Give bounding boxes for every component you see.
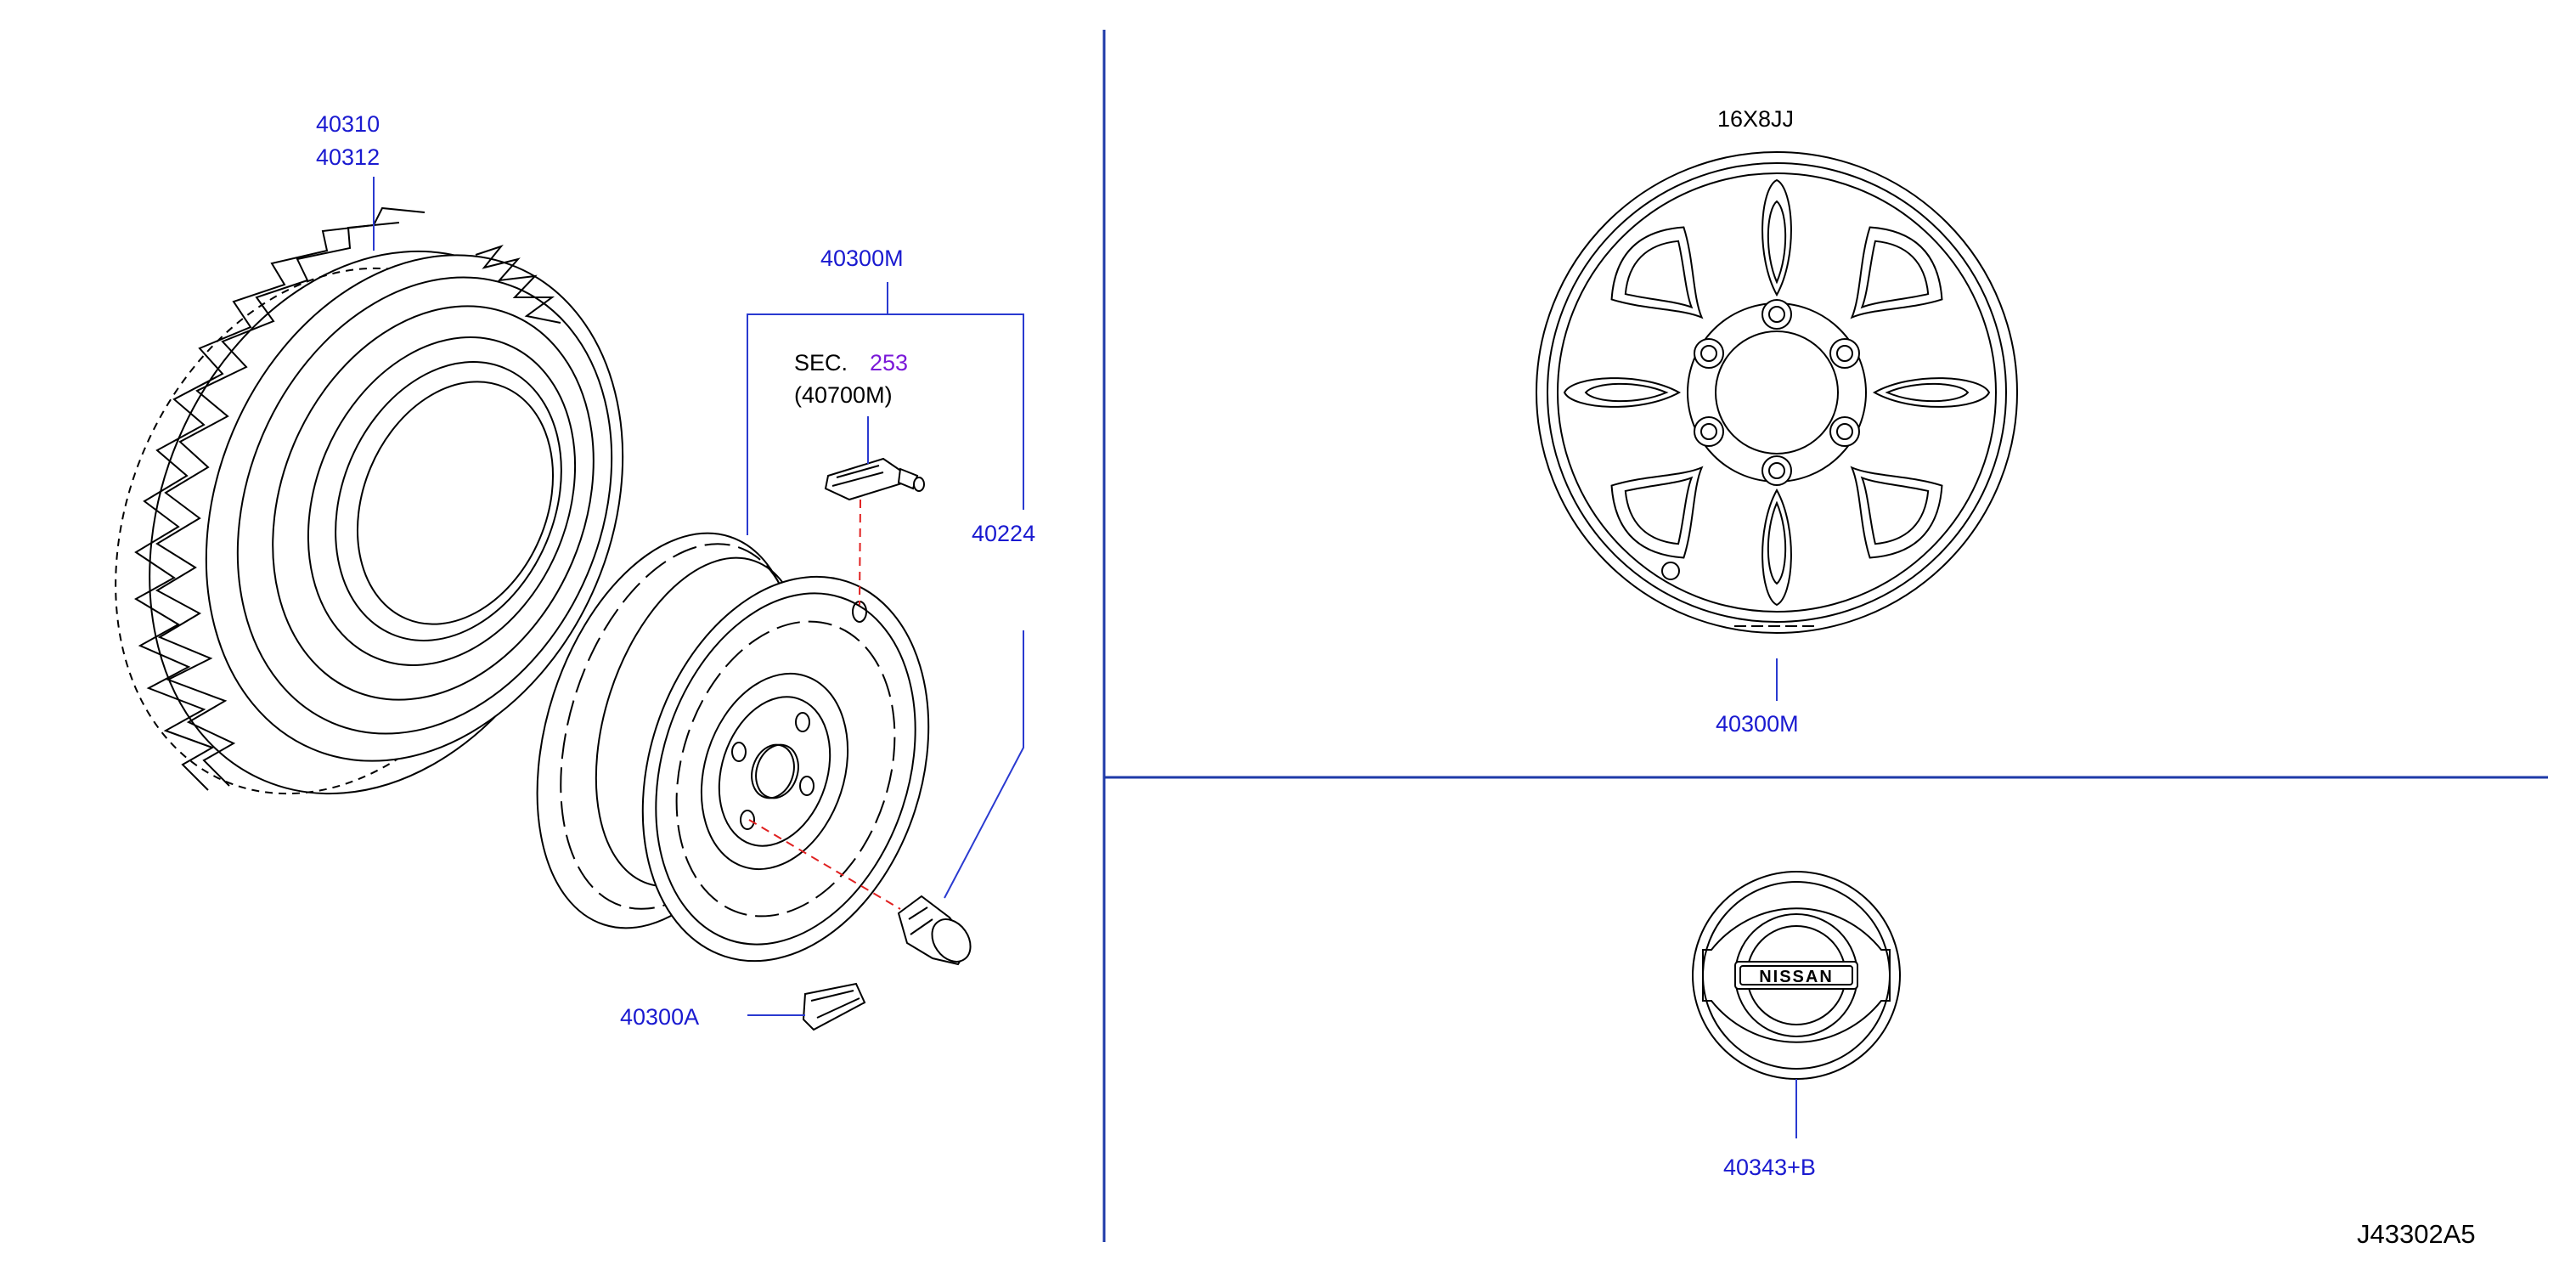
sec-number-link[interactable]: 253: [870, 350, 908, 376]
callout-lug-nut[interactable]: 40224: [972, 521, 1035, 546]
sec-prefix: SEC.: [794, 350, 848, 376]
nut-bracket-leader: [888, 313, 1024, 510]
tire-drawing: [115, 206, 624, 795]
wheel-size-label: 16X8JJ: [1717, 106, 1794, 132]
sensor-ref: (40700M): [794, 382, 893, 408]
callout-wheel-assy-right[interactable]: 40300M: [1716, 711, 1799, 737]
callout-tire-a[interactable]: 40310: [316, 111, 380, 137]
center-cap-drawing: NISSAN: [1692, 871, 1901, 1080]
balance-weight-drawing: [802, 982, 866, 1031]
wheel-bracket-leader: [747, 282, 888, 535]
callout-balance-weight[interactable]: 40300A: [620, 1004, 699, 1030]
diagram-id: J43302A5: [2357, 1219, 2476, 1249]
steel-wheel-drawing: [536, 532, 930, 963]
lug-nut-leader: [944, 630, 1024, 899]
alloy-wheel-drawing: [1536, 151, 2018, 634]
callout-tire-b[interactable]: 40312: [316, 144, 380, 170]
cap-logo-text: NISSAN: [1759, 968, 1834, 986]
callout-wheel-assy-left[interactable]: 40300M: [820, 246, 904, 271]
lug-nut-drawing: [897, 895, 972, 966]
callout-center-cap[interactable]: 40343+B: [1723, 1155, 1816, 1180]
tpms-sensor-drawing: [824, 457, 925, 501]
nut-projection-line: [748, 819, 901, 910]
